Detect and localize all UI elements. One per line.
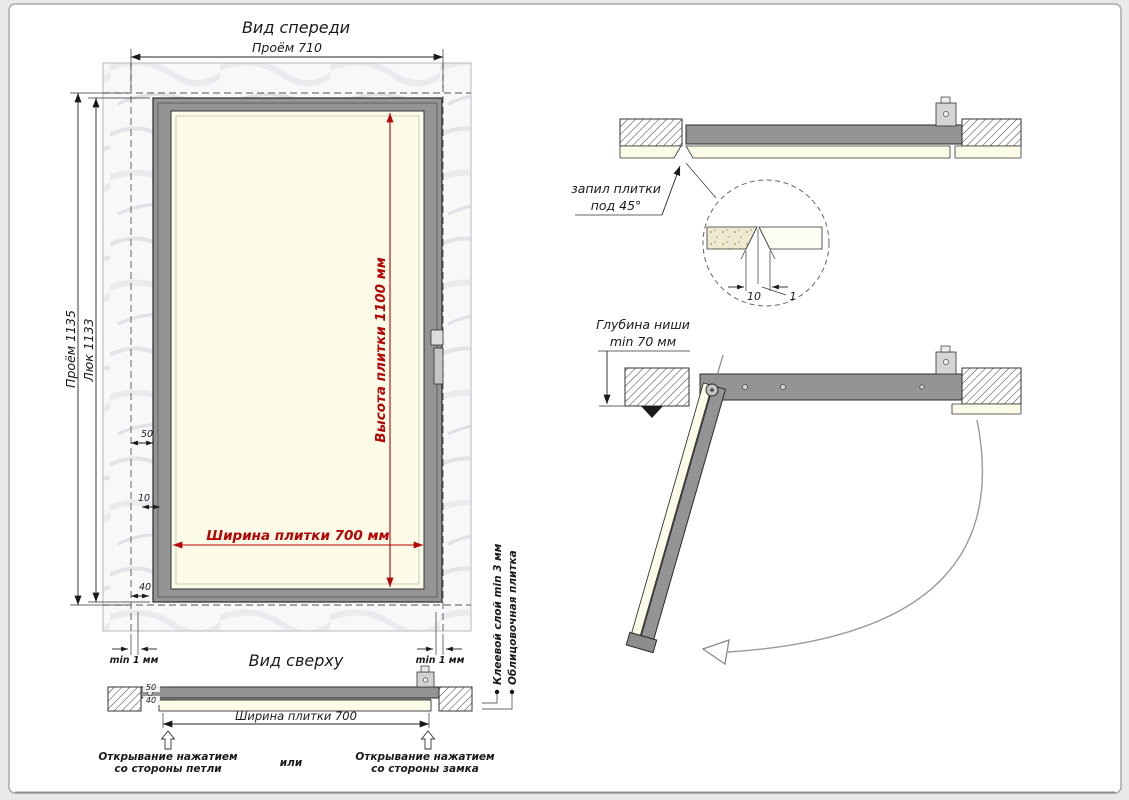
front-view: Вид спереди Проём 710 Проём 1135 Люк 113… [63, 18, 472, 666]
dim-min-gap-left: min 1 мм [110, 612, 159, 666]
open-section-view: Глубина ниши min 70 мм [596, 317, 1022, 666]
dim-opening-height-label: Проём 1135 [63, 310, 78, 388]
open-arrow-lock-icon [420, 730, 436, 750]
dim-hatch-height-label: Люк 1133 [81, 318, 96, 382]
dim-offset-40: 40 [139, 582, 151, 593]
tile-panel-inner-line [175, 115, 420, 585]
wall-section-left [619, 118, 683, 147]
tile-cut-label-1: запил плитки [571, 181, 661, 196]
open-hinge-label-2: со стороны петли [114, 763, 222, 775]
detail-circle: 10 1 [702, 179, 830, 307]
top-view-title: Вид сверху [249, 651, 344, 670]
dim-opening-width-label: Проём 710 [252, 40, 322, 55]
open-lock-label-2: со стороны замка [371, 763, 479, 775]
dim-tile-height-label: Высота плитки 1100 мм [373, 257, 389, 443]
dim-profile-40-label: 40 [146, 696, 156, 705]
open-door-panel [625, 354, 727, 654]
detail-dim-10: 10 [747, 290, 761, 303]
frame-profile-top [140, 686, 440, 699]
swing-arrow [701, 419, 984, 666]
latch [430, 329, 444, 385]
dim-hatch-height: Люк 1133 [81, 97, 150, 603]
tile-section [158, 699, 432, 712]
niche-depth-label-1: Глубина ниши [596, 317, 690, 332]
dim-offset-10: 10 [138, 493, 150, 504]
door-end-cap [625, 631, 658, 654]
dim-tile-width-top-label: Ширина плитки 700 [235, 709, 357, 723]
screw-hole [780, 384, 786, 390]
front-view-title: Вид спереди [242, 18, 350, 37]
open-arrow-hinge-icon [160, 730, 176, 750]
dim-profile-offsets: 50 40 [143, 683, 171, 705]
open-direction-arrows [160, 730, 436, 750]
niche-depth-callout: Глубина ниши min 70 мм [596, 317, 690, 407]
tile-panel [170, 110, 425, 590]
dim-profile-50-label: 50 [146, 683, 156, 692]
tile-cut-callout: запил плитки под 45° [571, 162, 717, 216]
dim-offset-50: 50 [141, 429, 153, 440]
wall-section-right [961, 118, 1022, 147]
wall-section-left [624, 367, 690, 407]
top-view: Вид сверху 50 40 Ширина плитки 700 [98, 543, 519, 775]
wall-section-left [107, 686, 142, 712]
wall-section-right [438, 686, 473, 712]
screw-hole [919, 384, 925, 390]
swing-arrowhead-icon [701, 639, 730, 666]
open-lock-label-1: Открывание нажатием [355, 751, 495, 763]
opening-hidden-lines [103, 63, 471, 631]
dim-opening-width: Проём 710 [130, 40, 444, 88]
wall-tile-left [619, 145, 682, 159]
swing-arc [727, 419, 984, 653]
facing-tile-label: Облицовочная плитка [507, 550, 519, 685]
fixing-mark [641, 406, 663, 418]
tile-cut-label-2: под 45° [591, 198, 642, 213]
dim-tile-height: Высота плитки 1100 мм [373, 113, 394, 587]
niche-depth-label-2: min 70 мм [610, 334, 676, 349]
closed-section-view: запил плитки под 45° 10 1 [571, 96, 1022, 307]
glue-layer-label: Клеевой слой min 3 мм [492, 543, 504, 685]
min-gap-left-label: min 1 мм [110, 655, 159, 666]
detail-dim-1: 1 [790, 290, 797, 303]
dim-tile-width-front: Ширина плитки 700 мм [173, 528, 423, 549]
wall-tile-right [954, 145, 1022, 159]
open-hinge-label-1: Открывание нажатием [98, 751, 238, 763]
or-label: или [280, 757, 303, 769]
hinge-center [710, 388, 714, 392]
hatch-tile [685, 145, 951, 159]
wall-section-right [961, 367, 1022, 405]
dim-tile-width-front-label: Ширина плитки 700 мм [206, 528, 389, 544]
dim-offsets-left: 50 10 40 [131, 429, 160, 599]
dim-tile-width-top: Ширина плитки 700 [162, 709, 430, 728]
layer-callouts: Клеевой слой min 3 мм Облицовочная плитк… [482, 543, 519, 710]
lock-mechanism-section [935, 96, 957, 127]
screw-hole [742, 384, 748, 390]
wall-tile-right [951, 403, 1022, 415]
detail-boundary [702, 179, 830, 307]
lock-mechanism-top [416, 665, 435, 688]
dim-opening-height: Проём 1135 [63, 92, 128, 606]
dim-min-gap-right: min 1 мм [416, 612, 465, 666]
lock-mechanism-open [935, 345, 957, 375]
frame-profile-closed [685, 124, 963, 145]
min-gap-right-label: min 1 мм [416, 655, 465, 666]
